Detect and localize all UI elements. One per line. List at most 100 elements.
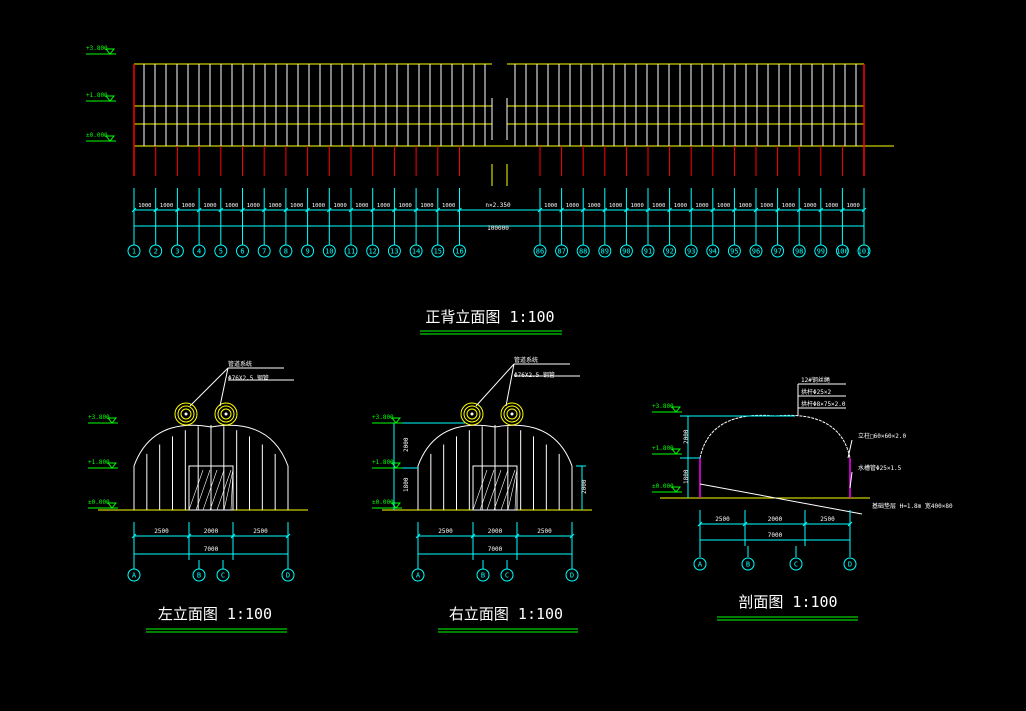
front-dim-left-0: 1000 bbox=[138, 203, 151, 209]
right-pipe-roll-1-ring-0 bbox=[500, 402, 524, 426]
front-dim-tick-19 bbox=[602, 207, 608, 213]
front-dim-tick-9 bbox=[326, 207, 332, 213]
front-dim-tick-26 bbox=[753, 207, 759, 213]
left-axis-3-label: D bbox=[286, 572, 290, 580]
section-axis-2-label: C bbox=[794, 561, 798, 569]
front-dim-right-6: 1000 bbox=[674, 203, 687, 209]
front-level-2-triangle bbox=[104, 135, 116, 142]
front-axis-l-8-label: 9 bbox=[305, 248, 309, 256]
right-door-hatch-3 bbox=[493, 469, 509, 511]
section-arch-body bbox=[660, 383, 870, 515]
front-dim-right-4: 1000 bbox=[631, 203, 644, 209]
front-dim-tick-20 bbox=[624, 207, 629, 213]
right-pipe-roll-0-ring-0 bbox=[460, 402, 484, 426]
section-axis-1-circle bbox=[741, 557, 755, 571]
right-axis-1-label: B bbox=[481, 572, 485, 580]
left-dim-1: 2000 bbox=[204, 528, 219, 535]
front-dim-tick-25 bbox=[732, 207, 737, 213]
front-axis-r-3-circle bbox=[598, 244, 612, 258]
left-pipe-roll-0-ring-2 bbox=[180, 408, 192, 420]
front-axis-r-1-circle bbox=[555, 244, 569, 258]
front-axis-r-10-circle bbox=[749, 244, 763, 258]
front-axis-r-11-label: 97 bbox=[773, 248, 781, 256]
front-axis-r-12-circle bbox=[792, 244, 806, 258]
left-callout-1: 管道系统 bbox=[228, 360, 252, 368]
front-dim-tick-10 bbox=[348, 207, 354, 213]
front-axis-l-15-label: 16 bbox=[455, 248, 463, 256]
front-axis-r-15-circle bbox=[857, 244, 871, 258]
front-axis-l-5-circle bbox=[236, 244, 249, 258]
section-dim-2: 2500 bbox=[820, 516, 835, 523]
right-dim-tick-1 bbox=[470, 533, 476, 539]
front-dim-right-5: 1000 bbox=[652, 203, 665, 209]
left-dim-0: 2500 bbox=[154, 528, 169, 535]
front-axis-l-10-label: 11 bbox=[347, 248, 355, 256]
front-axis-l-6-circle bbox=[257, 244, 271, 258]
section-note-5: 水槽管Φ25×1.5 bbox=[858, 464, 902, 472]
front-dim-tick-15 bbox=[457, 207, 462, 213]
front-dim-tick-22 bbox=[667, 207, 672, 213]
front-axis-l-13-label: 14 bbox=[412, 248, 420, 256]
left-level-1-text: +1.800 bbox=[88, 459, 110, 466]
front-dim-left-14: 1000 bbox=[442, 203, 455, 209]
front-dim-right-10: 1000 bbox=[760, 203, 773, 209]
front-axis-l-7-label: 8 bbox=[284, 248, 288, 256]
front-dim-tick-17 bbox=[559, 207, 564, 213]
section-title: 剖面图 1:100 bbox=[738, 593, 837, 611]
front-axis-l-3-label: 4 bbox=[197, 248, 201, 256]
front-dim-left-2: 1000 bbox=[182, 203, 195, 209]
front-dim-right-3: 1000 bbox=[609, 203, 622, 209]
right-level-0-triangle bbox=[390, 417, 402, 424]
front-dim-mid: n×2.350 bbox=[485, 202, 511, 209]
right-axis-3-label: D bbox=[570, 572, 574, 580]
right-title: 右立面图 1:100 bbox=[449, 605, 563, 623]
left-door-hatch-6 bbox=[230, 469, 234, 511]
front-dim-tick-13 bbox=[413, 207, 419, 213]
front-level-2-text: ±0.000 bbox=[86, 132, 108, 139]
section-dim-1: 2000 bbox=[768, 516, 783, 523]
section-axis-3-label: D bbox=[848, 561, 852, 569]
right-dim-tick-2 bbox=[514, 533, 520, 539]
front-axis-l-8-circle bbox=[301, 244, 315, 258]
front-axis-r-7-label: 93 bbox=[687, 248, 695, 256]
right-callout-leader-2 bbox=[475, 363, 515, 407]
left-door-hatch-5 bbox=[223, 469, 234, 511]
section-cable bbox=[699, 483, 863, 515]
right-door-hatch-5 bbox=[507, 469, 518, 511]
front-level-marks: +3.800+1.800±0.000 bbox=[86, 45, 116, 142]
left-axis-2-circle bbox=[216, 568, 230, 582]
section-dim-total: 7000 bbox=[768, 532, 783, 539]
front-axis-l-0-circle bbox=[127, 244, 141, 258]
front-axis-r-6-circle bbox=[663, 244, 677, 258]
front-dim-left-10: 1000 bbox=[355, 203, 368, 209]
left-dim-2: 2500 bbox=[253, 528, 268, 535]
left-pipe-roll-0-ring-1 bbox=[177, 405, 195, 423]
front-axis-r-14-circle bbox=[835, 244, 849, 258]
section-note-6: 基础垫层 H=1.8m 宽400×80 bbox=[872, 502, 953, 510]
left-level-0-triangle bbox=[106, 417, 118, 424]
section-arch bbox=[699, 414, 851, 459]
right-vdim-lower: 1800 bbox=[403, 477, 410, 492]
front-axis-r-4-label: 90 bbox=[622, 248, 630, 256]
right-level-2-text: ±0.000 bbox=[372, 499, 394, 506]
front-dim-left-12: 1000 bbox=[399, 203, 412, 209]
left-door-hatch-1 bbox=[195, 469, 211, 511]
section-axis-0-label: A bbox=[698, 561, 703, 569]
front-dim-tick-11 bbox=[370, 207, 376, 213]
front-dim-left-1: 1000 bbox=[160, 203, 173, 209]
section-note-4: 立柱□60×60×2.0 bbox=[858, 432, 907, 440]
front-dim-left-6: 1000 bbox=[268, 203, 281, 209]
front-dim-right-2: 1000 bbox=[587, 203, 600, 209]
left-pipe-roll-1-ring-0 bbox=[214, 402, 238, 426]
front-dim-tick-27 bbox=[775, 207, 780, 213]
front-dim-left-4: 1000 bbox=[225, 203, 238, 209]
left-arch-body bbox=[98, 367, 308, 511]
right-door-hatch-2 bbox=[486, 469, 502, 511]
front-axis-r-15-label: 101 bbox=[858, 248, 871, 256]
section-note-2: 拱杆Φ25×2 bbox=[801, 388, 831, 396]
front-dim-tick-3 bbox=[196, 207, 202, 213]
front-axis-l-10-circle bbox=[344, 244, 358, 258]
right-door-hatch-1 bbox=[479, 469, 495, 511]
right-axis-0-label: A bbox=[416, 572, 421, 580]
